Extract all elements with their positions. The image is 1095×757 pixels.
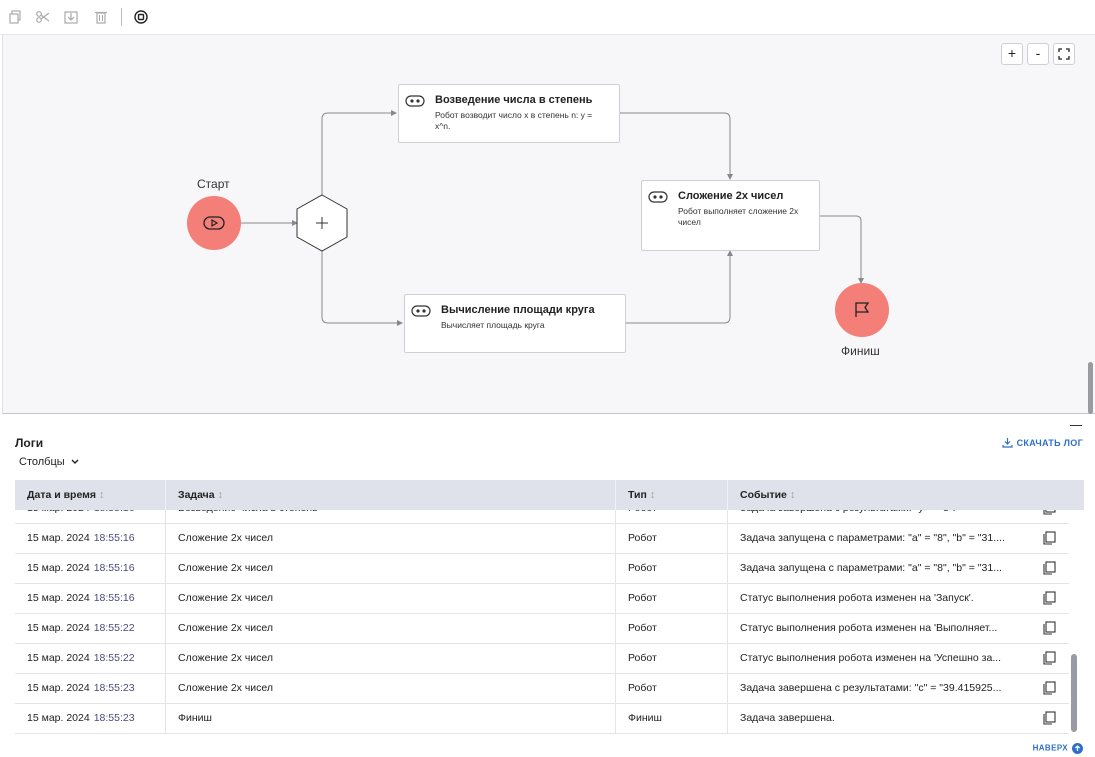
download-log-button[interactable]: СКАЧАТЬ ЛОГ [1002, 437, 1083, 448]
node-description: Робот возводит число x в степень n: y =x… [435, 110, 593, 131]
arrow-up-icon [1072, 743, 1083, 754]
chevron-down-icon [71, 459, 79, 464]
robot-icon [405, 95, 425, 107]
flow-connectors [241, 110, 864, 326]
column-header-datetime[interactable]: Дата и время ↕ [15, 480, 166, 510]
columns-dropdown[interactable]: Столбцы [19, 456, 79, 468]
node-description: Вычисляет площадь круга [441, 320, 545, 330]
node-power[interactable]: Возведение числа в степень Робот возводи… [398, 84, 620, 143]
column-header-type[interactable]: Тип ↕ [616, 480, 728, 510]
finish-event[interactable] [835, 283, 889, 337]
stop-circle-icon[interactable] [133, 9, 149, 25]
robot-icon [411, 305, 431, 317]
fullscreen-icon [1058, 48, 1070, 60]
node-title: Вычисление площади круга [441, 304, 595, 316]
node-sum[interactable]: Сложение 2х чисел Робот выполняет сложен… [641, 180, 820, 251]
logs-table: Дата и время ↕ Задача ↕ Тип ↕ Событие ↕ … [15, 480, 1084, 738]
copy-icon[interactable] [1042, 681, 1056, 695]
copy-icon[interactable] [8, 9, 24, 25]
fit-screen-button[interactable] [1053, 43, 1075, 65]
node-title: Возведение числа в степень [435, 94, 593, 106]
node-circle-area[interactable]: Вычисление площади круга Вычисляет площа… [404, 294, 626, 353]
copy-icon[interactable] [1042, 711, 1056, 725]
minimize-button[interactable] [1070, 425, 1082, 426]
scroll-to-top-button[interactable]: НАВЕРХ [1033, 743, 1083, 754]
start-label: Старт [197, 177, 230, 191]
copy-icon[interactable] [1042, 621, 1056, 635]
scroll-to-top-label: НАВЕРХ [1032, 743, 1068, 753]
download-icon [1002, 438, 1013, 448]
download-log-label: СКАЧАТЬ ЛОГ [1016, 438, 1083, 448]
copy-icon[interactable] [1042, 531, 1056, 545]
column-header-event[interactable]: Событие ↕ [740, 489, 796, 501]
table-scrollbar[interactable] [1071, 654, 1077, 732]
flag-icon [855, 302, 870, 317]
paste-icon[interactable] [63, 9, 79, 25]
columns-label: Столбцы [19, 456, 65, 468]
process-canvas[interactable]: + - Старт Финиш Возведение числа в степе… [2, 35, 1095, 414]
node-title: Сложение 2х чисел [678, 190, 784, 202]
logs-title: Логи [15, 436, 44, 450]
finish-label: Финиш [841, 344, 880, 358]
zoom-out-button[interactable]: - [1027, 43, 1049, 65]
trash-icon[interactable] [93, 9, 109, 25]
copy-icon[interactable] [1042, 651, 1056, 665]
copy-icon[interactable] [1042, 591, 1056, 605]
toolbar-divider [121, 8, 122, 26]
start-event[interactable] [187, 196, 241, 250]
canvas-scrollbar[interactable] [1088, 362, 1093, 414]
play-icon [203, 216, 225, 230]
column-header-task[interactable]: Задача ↕ [166, 480, 616, 510]
table-header: Дата и время ↕ Задача ↕ Тип ↕ Событие ↕ [15, 480, 1084, 510]
copy-icon[interactable] [1042, 561, 1056, 575]
robot-icon [648, 191, 668, 203]
zoom-in-button[interactable]: + [1001, 43, 1023, 65]
toolbar [0, 0, 1095, 35]
scissors-icon[interactable] [35, 9, 51, 25]
logs-panel: Логи Столбцы СКАЧАТЬ ЛОГ Дата и время ↕ … [2, 414, 1095, 757]
